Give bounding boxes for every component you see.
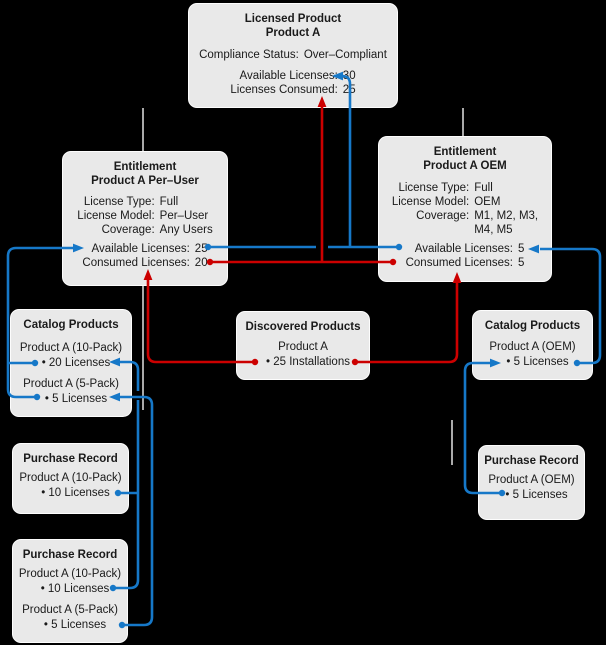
consumed-licenses-value: 20 <box>194 257 208 269</box>
purchase-item: Product A (5-Pack) • 5 Licenses <box>13 603 127 633</box>
discovered-products-box: Discovered Products Product A • 25 Insta… <box>236 311 370 380</box>
coverage-label: Coverage: <box>101 224 155 236</box>
box-title: Purchase Record <box>22 549 118 561</box>
catalog-products-right-box: Catalog Products Product A (OEM) • 5 Lic… <box>472 310 593 380</box>
catalog-item-name: Product A (5-Pack) <box>23 378 119 390</box>
catalog-item-name: Product A (OEM) <box>489 341 576 353</box>
purchase-item-name: Product A (OEM) <box>488 474 575 486</box>
purchase-item-detail: • 10 Licenses <box>40 583 110 595</box>
consumed-licenses-label: Consumed Licenses: <box>82 257 190 269</box>
licensed-product-box: Licensed Product Product A Compliance St… <box>188 3 398 108</box>
discovered-item-detail: • 25 Installations <box>266 356 350 368</box>
entitlement-attributes: License Type: Full License Model: Per–Us… <box>63 195 227 237</box>
box-title: Entitlement <box>433 146 497 158</box>
purchase-item-detail: • 10 Licenses <box>41 487 110 499</box>
license-type-value: Full <box>159 196 179 208</box>
discovered-item: Product A • 25 Installations <box>237 340 369 370</box>
box-title: Licensed Product <box>244 13 342 25</box>
license-counts: Available Licenses: 25 Consumed Licenses… <box>63 242 227 270</box>
compliance-status-label: Compliance Status: <box>199 49 299 61</box>
license-model-label: License Model: <box>77 210 155 222</box>
box-title: Discovered Products <box>245 321 361 333</box>
purchase-item-name: Product A (10-Pack) <box>19 472 122 484</box>
license-type-value: Full <box>474 182 493 194</box>
coverage-value: Any Users <box>159 224 213 236</box>
catalog-item-name: Product A (10-Pack) <box>19 342 123 354</box>
coverage-value: M1, M2, M3, <box>474 210 539 222</box>
box-title: Catalog Products <box>484 320 581 332</box>
box-subtitle: Product A Per–User <box>91 175 199 187</box>
purchase-item: Product A (10-Pack) • 10 Licenses <box>13 567 127 597</box>
catalog-products-left-box: Catalog Products Product A (10-Pack) • 2… <box>10 309 132 417</box>
catalog-item: Product A (OEM) • 5 Licenses <box>473 340 592 370</box>
license-model-value: Per–User <box>159 210 209 222</box>
license-counts: Available Licenses: 30 Licenses Consumed… <box>189 69 397 97</box>
consumed-licenses-value: 5 <box>518 257 525 269</box>
catalog-item: Product A (10-Pack) • 20 Licenses <box>11 341 131 371</box>
purchase-item: Product A (OEM) • 5 Licenses <box>479 473 584 503</box>
licenses-consumed-label: Licenses Consumed: <box>230 84 338 96</box>
license-counts: Available Licenses: 5 Consumed Licenses:… <box>379 242 551 270</box>
discovered-item-name: Product A <box>278 341 328 353</box>
entitlement-attributes: License Type: Full License Model: OEM Co… <box>379 181 551 237</box>
license-type-label: License Type: <box>83 196 155 208</box>
catalog-item-detail: • 5 Licenses <box>506 356 569 368</box>
purchase-item-detail: • 5 Licenses <box>43 619 107 631</box>
box-title: Purchase Record <box>484 455 579 467</box>
available-licenses-value: 30 <box>342 70 356 82</box>
box-title: Entitlement <box>113 161 177 173</box>
consumed-licenses-label: Consumed Licenses: <box>405 257 513 269</box>
line-discovered-to-oem <box>355 281 459 364</box>
entitlement-per-user-box: Entitlement Product A Per–User License T… <box>62 151 228 286</box>
purchase-record-right-box: Purchase Record Product A (OEM) • 5 Lice… <box>478 445 585 520</box>
catalog-item-detail: • 20 Licenses <box>41 357 111 369</box>
coverage-label: Coverage: <box>416 210 470 222</box>
available-licenses-label: Available Licenses: <box>239 70 338 82</box>
coverage-value-cont: M4, M5 <box>474 224 513 236</box>
license-model-value: OEM <box>474 196 501 208</box>
available-licenses-label: Available Licenses: <box>414 243 513 255</box>
box-title: Catalog Products <box>23 319 119 331</box>
catalog-item: Product A (5-Pack) • 5 Licenses <box>11 377 131 407</box>
box-subtitle: Product A <box>265 27 321 39</box>
purchase-item: Product A (10-Pack) • 10 Licenses <box>13 471 128 501</box>
licenses-consumed-value: 25 <box>342 84 356 96</box>
purchase-item-name: Product A (10-Pack) <box>18 568 122 580</box>
compliance-status-value: Over–Compliant <box>303 49 387 61</box>
available-licenses-label: Available Licenses: <box>91 243 190 255</box>
box-title: Purchase Record <box>23 453 118 465</box>
license-model-label: License Model: <box>391 196 470 208</box>
purchase-item-detail: • 5 Licenses <box>505 489 568 501</box>
purchase-item-name: Product A (5-Pack) <box>22 604 118 616</box>
available-licenses-value: 25 <box>194 243 208 255</box>
coverage-label-cont <box>392 223 469 237</box>
catalog-item-detail: • 5 Licenses <box>44 393 108 405</box>
license-type-label: License Type: <box>398 182 470 194</box>
entitlement-oem-box: Entitlement Product A OEM License Type: … <box>378 136 552 282</box>
purchase-record-left-top-box: Purchase Record Product A (10-Pack) • 10… <box>12 443 129 514</box>
box-subtitle: Product A OEM <box>423 160 507 172</box>
purchase-record-left-bottom-box: Purchase Record Product A (10-Pack) • 10… <box>12 539 128 643</box>
available-licenses-value: 5 <box>518 243 525 255</box>
compliance-status-row: Compliance Status: Over–Compliant <box>189 48 397 62</box>
